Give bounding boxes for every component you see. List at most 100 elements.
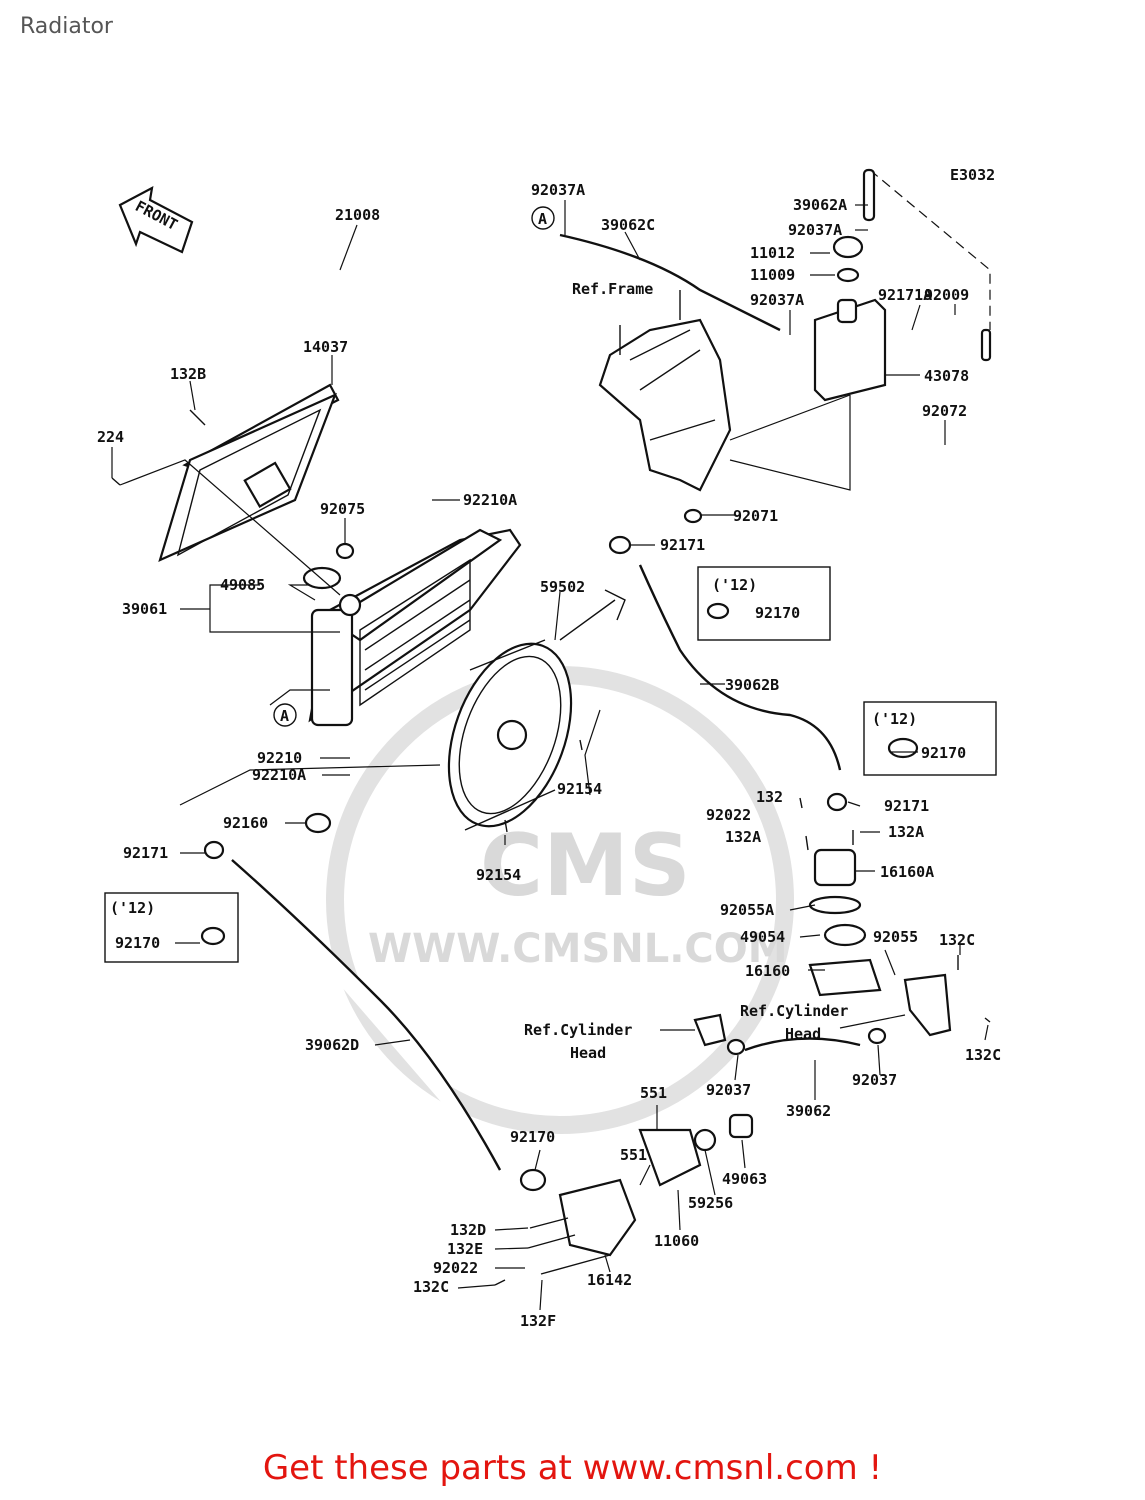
part-label: 92170	[115, 934, 160, 952]
part-label: 39062D	[305, 1036, 359, 1054]
part-label: 92154	[557, 780, 602, 798]
part-label: 132A	[725, 828, 761, 846]
ref-head-label-right: Head	[785, 1025, 821, 1043]
ref-mark-a-left: A	[273, 703, 297, 727]
part-label: 92170	[510, 1128, 555, 1146]
part-label: 224	[97, 428, 124, 446]
cms-watermark: CMS WWW.CMSNL.COM	[326, 666, 794, 1134]
hose-39062a	[862, 168, 876, 222]
part-label: 16142	[587, 1271, 632, 1289]
part-label: 132E	[447, 1240, 483, 1258]
part-label: 92037A	[788, 221, 842, 239]
hose-39062-inner	[744, 1037, 861, 1051]
part-label: 49085	[220, 576, 265, 594]
part-label: 132A	[888, 823, 924, 841]
year-note-3: ('12)	[110, 899, 155, 917]
part-label: 92055A	[720, 901, 774, 919]
ref-head-label-left: Head	[570, 1044, 606, 1062]
part-label: 92171	[123, 844, 168, 862]
bolts	[111, 409, 991, 1286]
reservoir-tank	[813, 235, 887, 402]
part-label: 551	[640, 1084, 667, 1102]
watermark-url: WWW.CMSNL.COM	[368, 926, 788, 972]
overflow-hose-dashed	[869, 169, 991, 330]
part-label: 92160	[223, 814, 268, 832]
watermark-logo: CMS	[480, 816, 691, 916]
part-label: 92072	[922, 402, 967, 420]
ref-frame-label: Ref.Frame	[572, 280, 653, 298]
part-label: 92009	[924, 286, 969, 304]
part-label: 16160A	[880, 863, 934, 881]
part-label: 21008	[335, 206, 380, 224]
part-label: 92071	[733, 507, 778, 525]
part-label: 39062C	[601, 216, 655, 234]
radiator-core	[308, 528, 522, 727]
part-label: 132C	[939, 931, 975, 949]
part-label: 11060	[654, 1232, 699, 1250]
part-label: 92210A	[252, 766, 306, 784]
year-note-1: ('12)	[712, 576, 757, 594]
part-label: 132F	[520, 1312, 556, 1330]
part-label: 132B	[170, 365, 206, 383]
ref-cylinder-label-right: Ref.Cylinder	[740, 1002, 848, 1020]
part-label: 92022	[433, 1259, 478, 1277]
part-label: 92171	[884, 797, 929, 815]
svg-text:A: A	[280, 707, 289, 725]
part-label: 92170	[755, 604, 800, 622]
part-label: 92037A	[531, 181, 585, 199]
hose-39062c	[559, 233, 781, 332]
part-labels: 21008 14037 132B 224 92075 92210A 49085 …	[97, 181, 1001, 1330]
part-label: 92037A	[750, 291, 804, 309]
water-pump	[558, 1113, 754, 1257]
part-label: 39062A	[793, 196, 847, 214]
part-label: 49063	[722, 1170, 767, 1188]
year-note-2: ('12)	[872, 710, 917, 728]
part-label: 92171A	[878, 286, 932, 304]
part-label: 92022	[706, 806, 751, 824]
part-label: 59256	[688, 1194, 733, 1212]
front-arrow-icon: FRONT	[118, 185, 194, 254]
hose-39062b-inner	[639, 564, 841, 771]
part-label: 92210A	[463, 491, 517, 509]
ref-cylinder-label-left: Ref.Cylinder	[524, 1021, 632, 1039]
footer-link[interactable]: Get these parts at www.cmsnl.com !	[262, 1448, 883, 1488]
ref-mark-a-top: A	[531, 206, 555, 230]
part-label: 92171	[660, 536, 705, 554]
hose-39062b	[638, 564, 842, 771]
part-label: 39062	[786, 1102, 831, 1120]
part-label: 92037	[852, 1071, 897, 1089]
hose-end	[980, 328, 992, 362]
part-label: 39062B	[725, 676, 779, 694]
page-title: Radiator	[20, 14, 113, 39]
leader-lines	[111, 200, 989, 1311]
part-label: 14037	[303, 338, 348, 356]
part-label: 92170	[921, 744, 966, 762]
hose-39062d-inner	[231, 859, 501, 1171]
part-label: 92210	[257, 749, 302, 767]
part-label: 132C	[413, 1278, 449, 1296]
hose-39062d	[231, 859, 502, 1171]
part-label: 92055	[873, 928, 918, 946]
part-label: 59502	[540, 578, 585, 596]
note-box-2	[863, 701, 997, 776]
thermostat-housing	[693, 848, 952, 1047]
radiator-parts-diagram: CMS WWW.CMSNL.COM FRONT E3032	[97, 166, 1001, 1330]
part-label: 39061	[122, 600, 167, 618]
part-label: 132D	[450, 1221, 486, 1239]
svg-text:A: A	[538, 210, 547, 228]
note-box-1	[697, 566, 831, 641]
part-label: 132C	[965, 1046, 1001, 1064]
part-label: 551	[620, 1146, 647, 1164]
part-label: 132	[756, 788, 783, 806]
part-label: 43078	[924, 367, 969, 385]
part-label: 49054	[740, 928, 785, 946]
note-box-3	[104, 892, 239, 963]
diagram-code: E3032	[950, 166, 995, 184]
part-label: 11009	[750, 266, 795, 284]
part-label: 16160	[745, 962, 790, 980]
frame-bracket	[598, 290, 732, 492]
cooling-fan	[447, 589, 626, 831]
part-label: 92075	[320, 500, 365, 518]
part-label: 11012	[750, 244, 795, 262]
radiator-guard	[158, 383, 340, 562]
